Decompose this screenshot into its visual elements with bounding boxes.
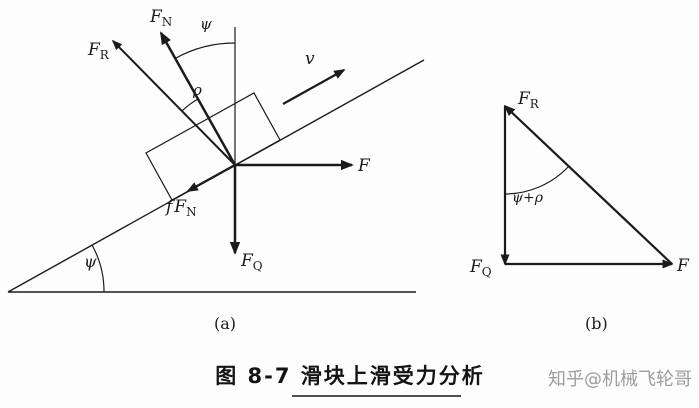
rho-label: ρ — [192, 81, 202, 99]
fq-label-sub: Q — [253, 259, 263, 273]
fq-triangle-label: FQ — [469, 257, 492, 279]
fr-label: FR — [87, 40, 110, 62]
fr-triangle-label-main: F — [517, 89, 531, 109]
f-label: F — [357, 156, 371, 176]
watermark: 知乎@机械飞轮哥 — [548, 369, 692, 390]
fr-triangle-arrow — [503, 104, 673, 265]
psi-top-arc — [175, 42, 236, 59]
panel-b-tag: (b) — [585, 314, 608, 333]
psi-base-label: ψ — [84, 252, 97, 271]
fq-label-main: F — [240, 251, 254, 271]
fn-label: FN — [149, 7, 172, 29]
ffn-label-main: F — [173, 197, 187, 217]
fq-triangle-label-sub: Q — [482, 265, 492, 279]
rho-arc — [181, 98, 199, 112]
panel-b: FR ψ+ρ FQ F (b) — [469, 89, 690, 333]
figure-caption: 图 8-7 滑块上滑受力分析 — [215, 364, 485, 388]
fr-label-sub: R — [100, 48, 110, 62]
velocity-label: v — [305, 49, 315, 69]
panel-a-tag: (a) — [214, 314, 236, 333]
friction-force-arrow — [186, 164, 236, 192]
psi-base-arc — [91, 244, 105, 293]
ffn-label-prefix: f — [164, 197, 175, 217]
velocity-arrow — [282, 69, 346, 105]
f-triangle-label: F — [676, 256, 690, 276]
ffn-label-sub: N — [186, 205, 197, 219]
fn-label-main: F — [149, 7, 163, 27]
reaction-force-arrow — [111, 39, 236, 166]
psi-plus-rho-arc — [504, 165, 570, 195]
fq-label: FQ — [240, 251, 263, 273]
psi-plus-rho-label: ψ+ρ — [512, 190, 544, 206]
fr-label-main: F — [87, 40, 101, 60]
psi-top-label: ψ — [200, 15, 212, 33]
slider-block — [145, 92, 281, 201]
fn-label-sub: N — [162, 15, 173, 29]
fr-triangle-label: FR — [517, 89, 540, 111]
fq-triangle-label-main: F — [469, 257, 483, 277]
fr-triangle-label-sub: R — [530, 97, 540, 111]
normal-force-arrow — [159, 31, 237, 166]
